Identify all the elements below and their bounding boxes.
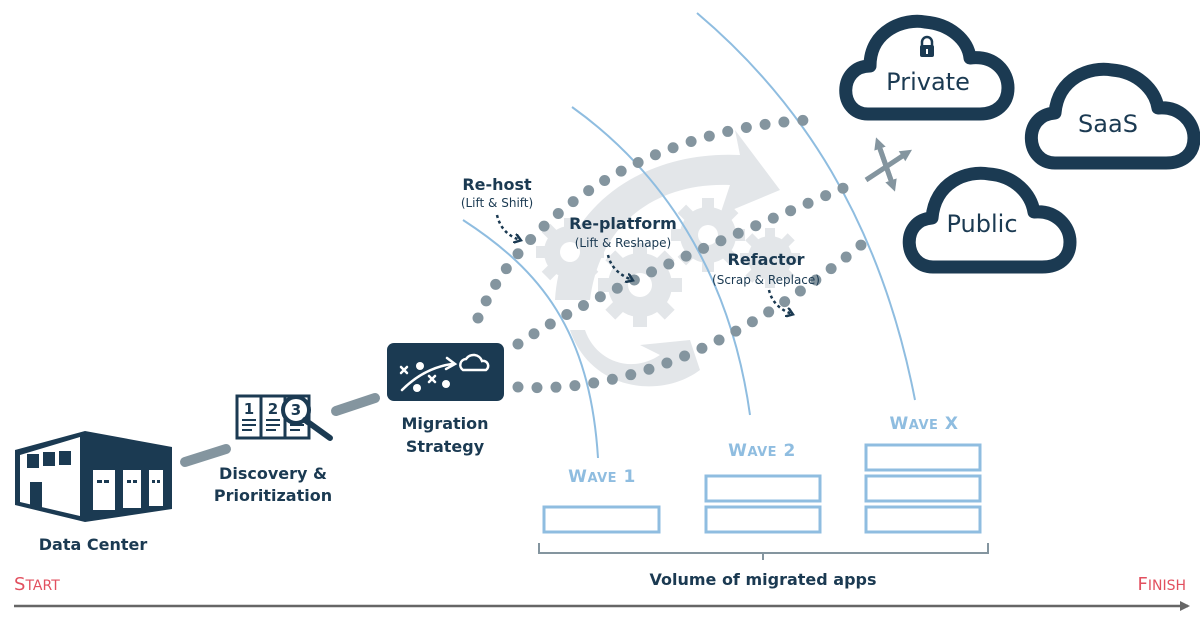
- saas-cloud-icon: [1024, 62, 1200, 170]
- wave-2-boundary: [571, 106, 751, 416]
- discovery-label-line1: Discovery &: [219, 464, 327, 483]
- discovery-number-2: 2: [268, 400, 278, 418]
- rehost-path: [472, 114, 814, 324]
- wave-x-app-blocks: [864, 443, 982, 534]
- public-cloud-label: Public: [946, 210, 1017, 238]
- cycle-arrow-bottom: [570, 330, 700, 387]
- connector-dc-discovery: [180, 444, 231, 467]
- saas-cloud-label: SaaS: [1078, 110, 1138, 138]
- discovery-label-line2: Prioritization: [214, 486, 332, 505]
- private-cloud-icon: [839, 14, 1015, 121]
- refactor-subtitle: (Scrap & Replace): [712, 273, 820, 287]
- data-center-label: Data Center: [39, 535, 148, 554]
- wave-2: WAVE 2: [704, 441, 822, 534]
- wave-1-label: WAVE 1: [568, 467, 636, 487]
- rehost-subtitle: (Lift & Shift): [461, 196, 533, 210]
- wave-2-label: WAVE 2: [728, 441, 796, 461]
- replatform-subtitle: (Lift & Reshape): [575, 236, 671, 250]
- public-cloud-icon: [902, 166, 1077, 274]
- wave-x-boundary: [696, 12, 916, 401]
- app-block: [704, 474, 822, 503]
- strategy-label-line2: Strategy: [406, 437, 485, 456]
- start-label: START: [14, 574, 60, 595]
- discovery-icon: [235, 394, 333, 441]
- wave-boundary-curves: [462, 12, 916, 459]
- app-block: [864, 505, 982, 534]
- lock-icon: [920, 35, 934, 57]
- wave-x: WAVE X: [864, 414, 982, 534]
- replatform-path: [512, 177, 861, 350]
- app-block: [704, 505, 822, 534]
- private-cloud-label: Private: [886, 68, 970, 96]
- approach-pointers: [495, 214, 792, 314]
- multi-direction-arrow-icon: [864, 137, 913, 192]
- connector-discovery-strategy: [331, 393, 380, 416]
- refactor-title: Refactor: [728, 250, 805, 269]
- wave-x-label: WAVE X: [890, 414, 959, 434]
- app-block: [864, 443, 982, 472]
- strategy-label-line1: Migration: [401, 414, 488, 433]
- volume-label: Volume of migrated apps: [649, 570, 876, 589]
- strategy-icon: [387, 343, 504, 401]
- refactor-pointer-arrow: [767, 289, 792, 314]
- replatform-title: Re-platform: [569, 214, 677, 233]
- refactor-path: [512, 230, 878, 394]
- gear-icon: [740, 228, 800, 288]
- wave-1-boundary: [462, 219, 599, 459]
- wave-2-app-blocks: [704, 474, 822, 534]
- wave-1: WAVE 1: [542, 467, 661, 534]
- wave-1-app-blocks: [542, 505, 661, 534]
- app-block: [542, 505, 661, 534]
- finish-label: FINISH: [1137, 574, 1186, 595]
- cycle-arrow-top: [555, 130, 780, 300]
- stage-connectors: [180, 393, 380, 467]
- magnifier-icon: [281, 395, 311, 425]
- rehost-pointer-arrow: [495, 214, 520, 240]
- app-block: [864, 474, 982, 503]
- data-center-icon: [15, 431, 172, 522]
- discovery-number-3: 3: [291, 401, 301, 419]
- discovery-number-1: 1: [244, 400, 254, 418]
- replatform-pointer-arrow: [606, 254, 632, 280]
- migration-paths: [472, 114, 878, 394]
- rehost-title: Re-host: [462, 175, 532, 194]
- volume-brace: [538, 543, 989, 560]
